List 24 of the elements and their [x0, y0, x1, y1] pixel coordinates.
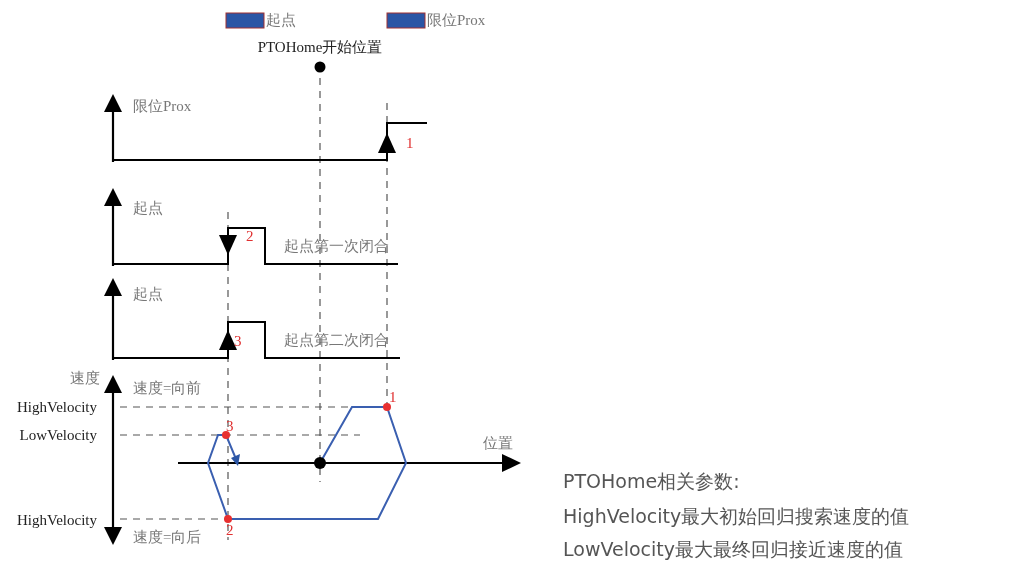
callout-number: 2	[246, 227, 254, 245]
legend-label: 起点	[266, 11, 296, 29]
axis-label: 速度	[70, 369, 100, 387]
axis-label: 速度=向后	[133, 528, 202, 546]
note-text: HighVelocity最大初始回归搜索速度的值	[563, 505, 910, 527]
signal-label: 起点第一次闭合	[284, 237, 389, 255]
note-text: PTOHome相关参数:	[563, 470, 740, 492]
callout-number: 2	[226, 521, 234, 539]
axis-label: 限位Prox	[133, 97, 192, 115]
tick-label: LowVelocity	[19, 426, 97, 444]
callout-number: 1	[406, 134, 414, 152]
position-label: PTOHome开始位置	[257, 38, 383, 56]
tick-label: HighVelocity	[17, 511, 97, 529]
callout-number: 3	[234, 332, 242, 350]
axis-label: 位置	[483, 434, 513, 452]
note-text: LowVelocity最大最终回归接近速度的值	[563, 538, 903, 560]
legend-label: 限位Prox	[427, 11, 486, 29]
callout-number: 1	[389, 388, 397, 406]
signal-label: 起点第二次闭合	[284, 331, 389, 349]
axis-label: 起点	[133, 285, 163, 303]
tick-label: HighVelocity	[17, 398, 97, 416]
axis-label: 速度=向前	[133, 379, 202, 397]
axis-label: 起点	[133, 199, 163, 217]
callout-number: 3	[226, 417, 234, 435]
